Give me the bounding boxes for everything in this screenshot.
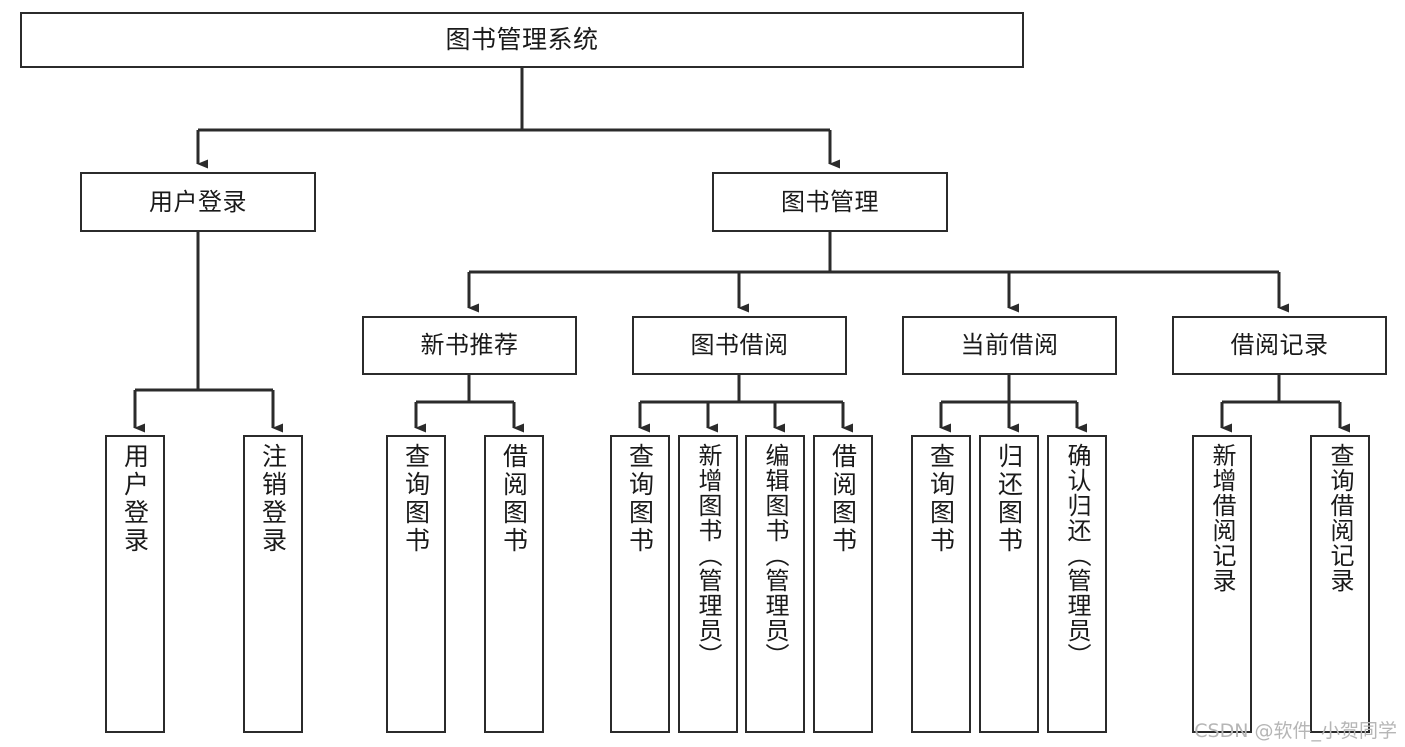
node-label: 查询图书 [625, 443, 655, 555]
leaf-book-borrow-edit-book[interactable]: 编辑图书（管理员） [745, 435, 805, 733]
node-label: 确认归还（管理员） [1063, 443, 1091, 668]
leaf-new-book-query-book[interactable]: 查询图书 [386, 435, 446, 733]
node-borrow-record[interactable]: 借阅记录 [1172, 316, 1387, 375]
node-label: 查询图书 [926, 443, 956, 555]
leaf-book-borrow-query-book[interactable]: 查询图书 [610, 435, 670, 733]
node-label: 查询借阅记录 [1326, 443, 1354, 593]
node-label: 新增图书（管理员） [694, 443, 722, 668]
node-label: 归还图书 [994, 443, 1024, 555]
leaf-current-borrow-query-book[interactable]: 查询图书 [911, 435, 971, 733]
node-label: 当前借阅 [960, 331, 1059, 360]
node-current-borrow[interactable]: 当前借阅 [902, 316, 1117, 375]
node-book-borrow[interactable]: 图书借阅 [632, 316, 847, 375]
node-label: 借阅记录 [1230, 331, 1329, 360]
node-label: 图书管理 [781, 187, 879, 216]
leaf-book-borrow-add-book[interactable]: 新增图书（管理员） [678, 435, 738, 733]
node-label: 图书借阅 [690, 331, 789, 360]
leaf-borrow-record-query-record[interactable]: 查询借阅记录 [1310, 435, 1370, 733]
node-label: 借阅图书 [828, 443, 858, 555]
leaf-book-borrow-borrow-book[interactable]: 借阅图书 [813, 435, 873, 733]
node-label: 借阅图书 [499, 443, 529, 555]
node-label: 查询图书 [401, 443, 431, 555]
node-label: 新书推荐 [420, 331, 519, 360]
leaf-user-login-logout[interactable]: 注销登录 [243, 435, 303, 733]
leaf-borrow-record-add-record[interactable]: 新增借阅记录 [1192, 435, 1252, 733]
node-label: 编辑图书（管理员） [761, 443, 789, 668]
leaf-current-borrow-confirm-return[interactable]: 确认归还（管理员） [1047, 435, 1107, 733]
node-label: 新增借阅记录 [1208, 443, 1236, 593]
node-label: 图书管理系统 [445, 25, 599, 55]
node-book-management[interactable]: 图书管理 [712, 172, 948, 232]
node-label: 用户登录 [120, 443, 150, 555]
leaf-current-borrow-return-book[interactable]: 归还图书 [979, 435, 1039, 733]
leaf-user-login-login[interactable]: 用户登录 [105, 435, 165, 733]
node-root-system[interactable]: 图书管理系统 [20, 12, 1024, 68]
node-user-login[interactable]: 用户登录 [80, 172, 316, 232]
leaf-new-book-borrow-book[interactable]: 借阅图书 [484, 435, 544, 733]
node-label: 注销登录 [258, 443, 288, 555]
node-label: 用户登录 [149, 187, 247, 216]
node-new-book-recommend[interactable]: 新书推荐 [362, 316, 577, 375]
